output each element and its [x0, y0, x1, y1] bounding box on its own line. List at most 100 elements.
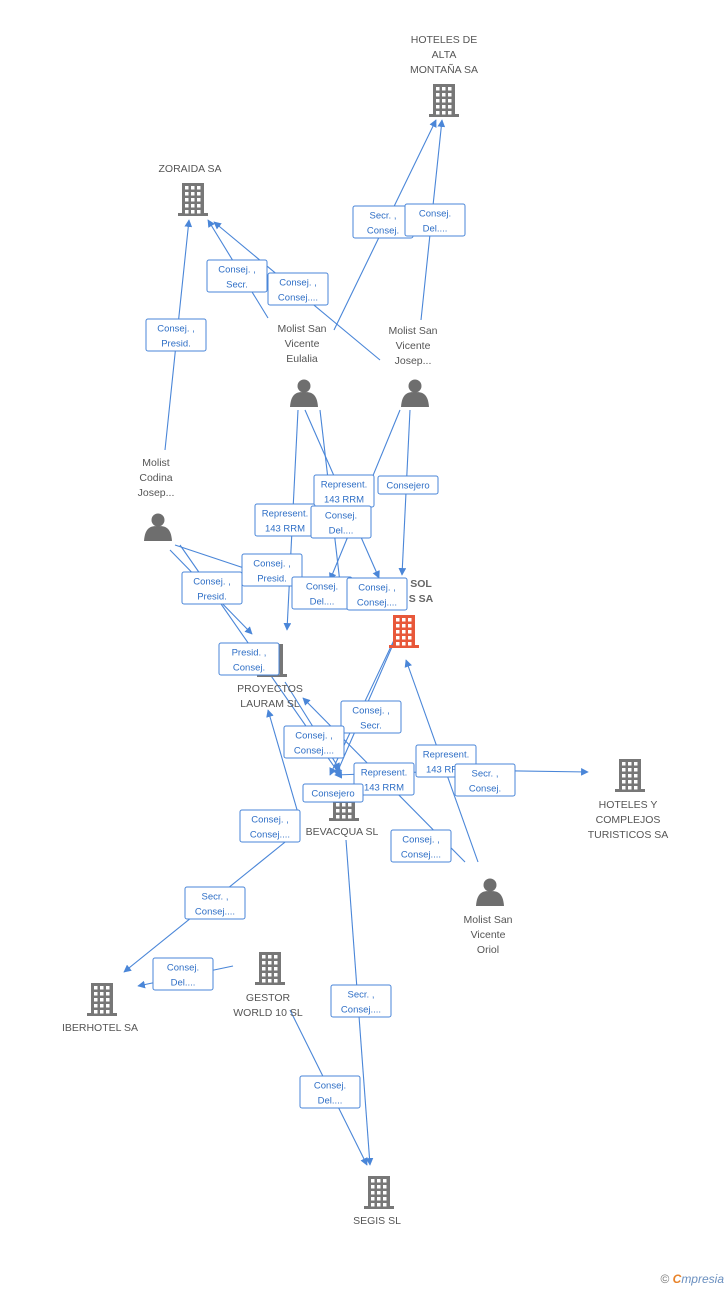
edge-label-frame	[353, 762, 415, 796]
edge-label-box[interactable]: Consej. Del....	[299, 1075, 361, 1109]
building-icon	[87, 983, 117, 1016]
edge-label-box[interactable]: Secr. , Consej.	[454, 763, 516, 797]
node-zoraida[interactable]: ZORAIDA SA	[158, 163, 222, 216]
edge-label-box[interactable]: Consej. ,Consej....	[267, 272, 329, 306]
empresia-logo[interactable]: © Cmpresia	[660, 1272, 724, 1286]
edge-label-box[interactable]: Consej. ,Consej....	[346, 577, 408, 611]
edge-label-text: Del....	[318, 1096, 343, 1107]
edge-label-text: Consej....	[250, 830, 290, 841]
edge-label-frame	[340, 700, 402, 734]
edge-label-box[interactable]: Consej. , Consej....	[239, 809, 301, 843]
edge-label-frame	[299, 1075, 361, 1109]
edge-label-box[interactable]: Secr. ,Consej....	[330, 984, 392, 1018]
building-icon	[389, 615, 419, 648]
person-icon	[290, 379, 318, 407]
edge-label-text: Consej. ,	[253, 559, 291, 570]
node-hoteles-alta[interactable]: HOTELES DE ALTA MONTAÑA SA	[410, 34, 478, 117]
edge-label-box[interactable]: Consej.Del....	[291, 576, 353, 610]
logo-letter: C	[672, 1272, 682, 1286]
node-label: Molist	[142, 457, 170, 469]
edge-label-box[interactable]: Consej. ,Consej....	[390, 829, 452, 863]
edge-label-box[interactable]: Consej. ,Secr.	[340, 700, 402, 734]
edge-label-frame	[241, 553, 303, 587]
node-label: MONTAÑA SA	[410, 63, 478, 76]
person-icon	[401, 379, 429, 407]
edge-label-text: 143 RRM	[265, 524, 305, 535]
edge-label-frame	[206, 259, 268, 293]
edge-label-box[interactable]: Consej.Del....	[404, 203, 466, 237]
edge-label-box[interactable]: Presid. ,Consej.	[218, 642, 280, 676]
node-label: Vicente	[285, 338, 320, 350]
edge-label-frame	[377, 475, 439, 495]
edge-label-box[interactable]: Consej.Del....	[310, 505, 372, 539]
node-iberhotel[interactable]: IBERHOTEL SA	[62, 983, 138, 1034]
edge-label-box[interactable]: Represent. 143 RRM	[254, 503, 316, 537]
edge-label-box[interactable]: Represent.143 RRM	[313, 474, 375, 508]
edge-label-box[interactable]: Consej. ,Presid.	[241, 553, 303, 587]
node-label: Molist San	[388, 325, 437, 337]
edge-label-text: Consej. ,	[218, 265, 256, 276]
node-josep-mc[interactable]: MolistCodinaJosep...	[138, 457, 175, 541]
node-label: IBERHOTEL SA	[62, 1022, 138, 1034]
edge-label-box[interactable]: Consejero	[302, 783, 364, 803]
node-gestor[interactable]: GESTOR WORLD 10 SL	[233, 952, 303, 1019]
node-label: GESTOR	[246, 992, 291, 1004]
edge-label-text: Consej....	[294, 746, 334, 757]
edge-label-text: Consej.	[167, 963, 199, 974]
node-josep-sv[interactable]: Molist SanVicenteJosep...	[388, 325, 438, 407]
edge-label-text: Consej....	[341, 1005, 381, 1016]
node-label: Eulalia	[286, 353, 318, 365]
edge-label-text: Consej.	[469, 784, 501, 795]
edge-label-box[interactable]: Consej. ,Secr.	[206, 259, 268, 293]
copyright-symbol: ©	[660, 1272, 670, 1286]
edge-label-text: 143 RRM	[426, 765, 466, 776]
edge-label-text: Consejero	[386, 481, 429, 492]
edge-label-text: Del....	[423, 224, 448, 235]
node-label: BEVACQUA SL	[306, 826, 379, 838]
edge-label-text: 143 RRM	[324, 495, 364, 506]
edge-label-text: Secr. ,	[370, 211, 397, 222]
node-label: WORLD 10 SL	[233, 1007, 303, 1019]
node-label: Josep...	[138, 487, 175, 499]
node-label: ALTA	[432, 49, 457, 61]
edge-label-text: Secr. ,	[202, 892, 229, 903]
edge-label-text: Presid.	[161, 339, 191, 350]
edge-label-text: Presid.	[197, 592, 227, 603]
edge-label-box[interactable]: Represent.143 RRM	[353, 762, 415, 796]
edge-label-text: Secr. ,	[472, 769, 499, 780]
node-label: LAURAM SL	[240, 698, 300, 710]
edge-label-box[interactable]: Secr. ,Consej.	[352, 205, 414, 239]
node-label: HOTELES DE	[411, 34, 478, 46]
node-label: Vicente	[396, 340, 431, 352]
node-segis[interactable]: SEGIS SL	[353, 1176, 401, 1227]
edge-label-text: Represent.	[361, 768, 407, 779]
node-label: PROYECTOS	[237, 683, 303, 695]
edge-label-box[interactable]: Consej. ,Consej....	[283, 725, 345, 759]
edge-label-text: Consej.	[306, 582, 338, 593]
node-label: Josep...	[395, 355, 432, 367]
edge-label-text: Represent.	[262, 509, 308, 520]
edge-label-frame	[330, 984, 392, 1018]
edge-label-box[interactable]: Consej. ,Presid.	[145, 318, 207, 352]
node-label: S SA	[409, 593, 434, 605]
edge-label-text: Consej.	[314, 1081, 346, 1092]
edge-label-box[interactable]: Secr. ,Consej....	[184, 886, 246, 920]
edge-label-box[interactable]: Consej.Del....	[152, 957, 214, 991]
edge-label-frame	[390, 829, 452, 863]
edge-label-text: Consej. ,	[251, 815, 289, 826]
edge-label-text: Secr.	[360, 721, 382, 732]
edge-label-text: Consej. ,	[402, 835, 440, 846]
edge-label-box[interactable]: Consej. , Presid.	[181, 571, 243, 605]
edge-label-text: Consej. ,	[193, 577, 231, 588]
edge-label-text: Consej....	[357, 598, 397, 609]
node-label: SEGIS SL	[353, 1215, 401, 1227]
node-label: TURISTICOS SA	[588, 829, 669, 841]
edge-label-box[interactable]: Consejero	[377, 475, 439, 495]
edge-label-text: Consej.	[233, 663, 265, 674]
person-icon	[144, 513, 172, 541]
node-label: Oriol	[477, 944, 499, 956]
